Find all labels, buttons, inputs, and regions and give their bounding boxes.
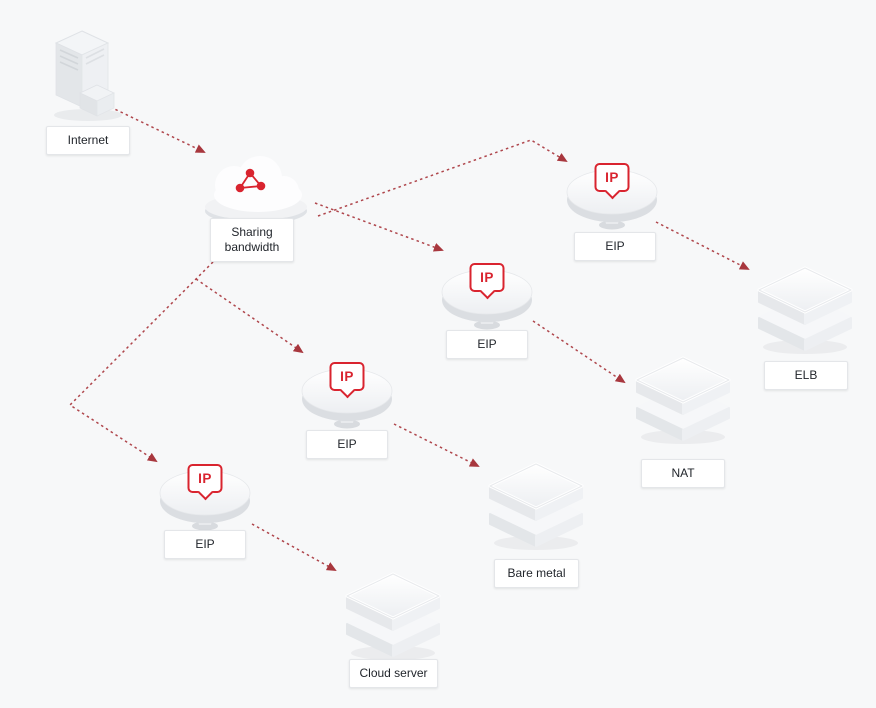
- node-label-bare-metal: Bare metal: [494, 559, 579, 588]
- cloud-server-icon: [338, 566, 448, 662]
- node-label-eip-2: EIP: [446, 330, 528, 359]
- node-nat: [628, 350, 738, 446]
- nat-icon: [628, 350, 738, 446]
- arrow-eip-1-to-elb: [655, 221, 750, 270]
- node-cloud-server: [338, 566, 448, 662]
- node-label-eip-3: EIP: [306, 430, 388, 459]
- arrow-eip-4-to-cloud-server: [251, 523, 337, 571]
- node-sharing-bandwidth: [200, 145, 312, 229]
- node-label-nat: NAT: [641, 459, 725, 488]
- node-label-elb: ELB: [764, 361, 848, 390]
- arrow-eip-3-to-bare-metal: [393, 423, 480, 467]
- node-elb: [750, 260, 860, 356]
- bare-metal-icon: [481, 456, 591, 552]
- node-eip-2: IP: [438, 256, 536, 332]
- ip-badge: IP: [329, 362, 365, 391]
- ip-badge: IP: [187, 464, 223, 493]
- ip-badge: IP: [594, 163, 630, 192]
- arrow-sharing-bandwidth-to-eip-3: [195, 278, 304, 354]
- arrow-sharing-bandwidth-to-eip-1: [317, 139, 568, 217]
- node-eip-4: IP: [156, 457, 254, 533]
- elb-icon: [750, 260, 860, 356]
- arrow-sharing-bandwidth-to-eip-4: [68, 261, 214, 463]
- arrow-sharing-bandwidth-to-eip-2: [314, 202, 444, 252]
- ip-badge: IP: [469, 263, 505, 292]
- node-eip-3: IP: [298, 355, 396, 431]
- node-label-cloud-server: Cloud server: [349, 659, 438, 688]
- node-eip-1: IP: [563, 156, 661, 232]
- node-label-eip-1: EIP: [574, 232, 656, 261]
- server-tower-icon: [40, 25, 140, 125]
- node-internet: [40, 25, 140, 125]
- node-label-eip-4: EIP: [164, 530, 246, 559]
- arrow-eip-2-to-nat: [532, 320, 626, 384]
- cloud-share-icon: [200, 145, 312, 229]
- node-bare-metal: [481, 456, 591, 552]
- node-label-sharing-bandwidth: Sharing bandwidth: [210, 218, 294, 262]
- node-label-internet: Internet: [46, 126, 130, 155]
